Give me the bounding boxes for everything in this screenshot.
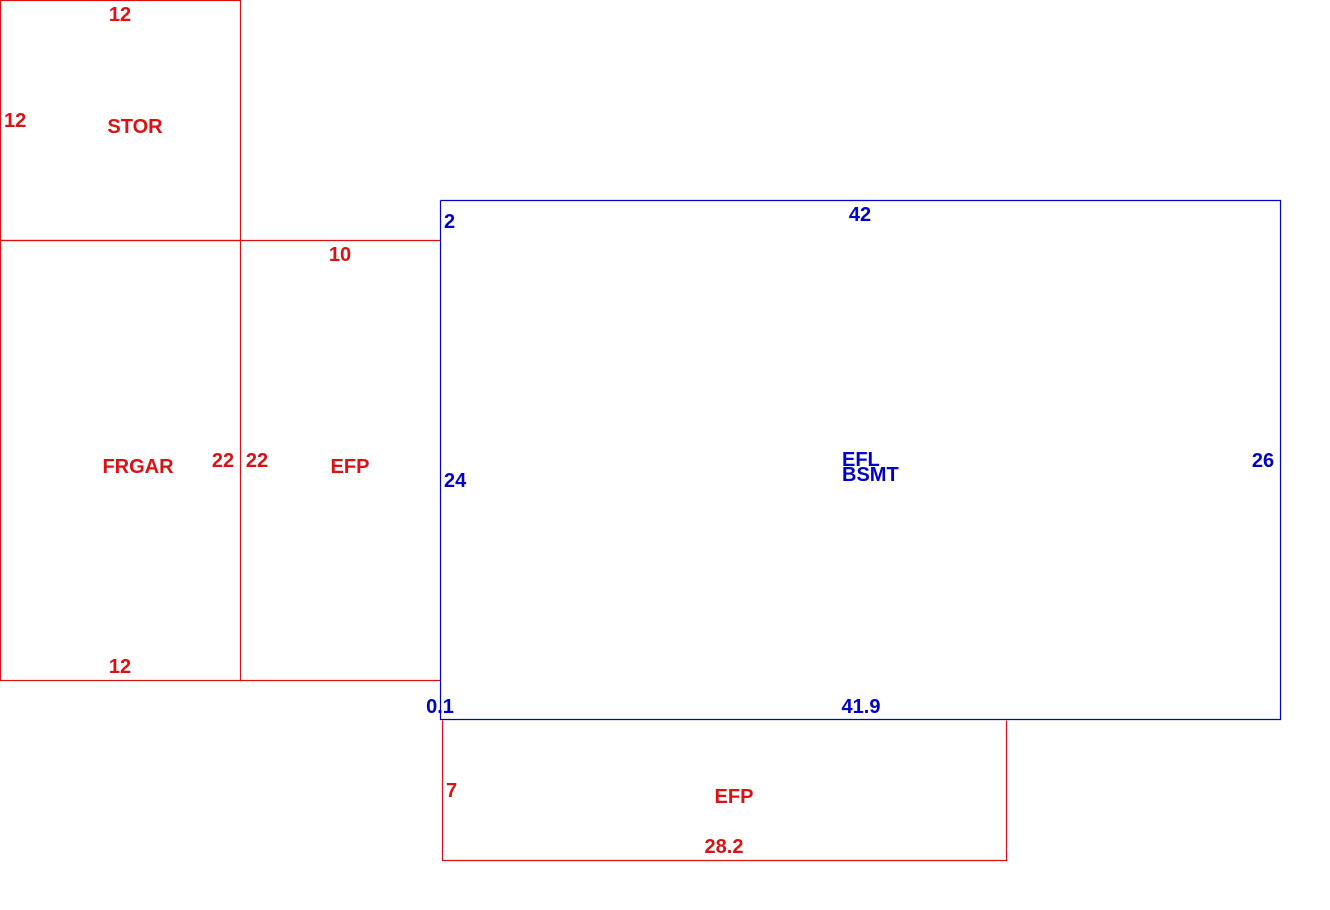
efp-left-label: EFP — [331, 456, 370, 478]
stor-label: STOR — [107, 116, 163, 138]
efp-bottom-bottom-dimension: 28.2 — [705, 836, 744, 858]
frgar-right-dimension: 22 — [212, 450, 234, 472]
main-label-efl: EFL — [842, 449, 880, 471]
main-label-bsmt: BSMT — [842, 464, 899, 486]
main-corner-dimension: 2 — [444, 211, 455, 233]
frgar-outline — [0, 239, 242, 682]
main-top-dimension: 42 — [849, 204, 871, 226]
main-outline — [439, 199, 1282, 721]
frgar-bottom-dimension: 12 — [109, 656, 131, 678]
efp-left-top-dimension: 10 — [329, 244, 351, 266]
efp-bottom-label: EFP — [715, 786, 754, 808]
main-bottom-dimension: 41.9 — [842, 696, 881, 718]
main-offset-dimension: 0.1 — [426, 696, 454, 718]
efp-bottom-outline — [441, 720, 1008, 862]
frgar-label: FRGAR — [102, 456, 174, 478]
stor-top-dimension: 12 — [109, 4, 131, 26]
efp-bottom-left-dimension: 7 — [446, 780, 457, 802]
efp-left-left-dimension: 22 — [246, 450, 268, 472]
main-right-dimension: 26 — [1252, 450, 1274, 472]
main-left-dimension: 24 — [444, 470, 467, 492]
stor-left-dimension: 12 — [4, 110, 26, 132]
